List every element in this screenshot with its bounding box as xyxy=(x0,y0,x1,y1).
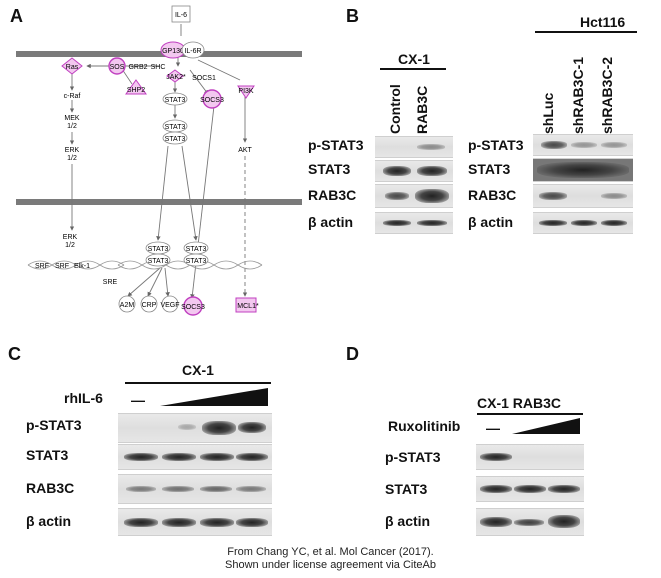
panel-d-row-stat3: STAT3 xyxy=(385,481,428,497)
panel-d-row-bactin: β actin xyxy=(385,513,431,529)
panel-d-blot-stat3 xyxy=(476,476,584,502)
node-craf: c-Raf xyxy=(64,93,81,100)
node-a2m: A2M xyxy=(120,302,135,309)
panel-b-col-control: Control xyxy=(387,84,403,134)
node-crp: CRP xyxy=(142,302,157,309)
node-shc: SHC xyxy=(151,64,166,71)
panel-b-right-group: Hct116 xyxy=(580,14,626,30)
panel-c-letter: C xyxy=(8,344,21,364)
node-srf-1: SRF xyxy=(35,263,49,270)
node-erk-nuclear: ERK xyxy=(63,234,78,241)
panel-d-blot-bactin xyxy=(476,508,584,536)
panel-a-letter: A xyxy=(10,6,23,26)
panel-b-col-shrab3c-2: shRAB3C-2 xyxy=(599,56,615,134)
panel-b-left-group-line xyxy=(380,68,446,70)
node-ras: Ras xyxy=(66,64,79,71)
panel-d-blot-pstat3 xyxy=(476,444,584,470)
node-mcl1: MCL1* xyxy=(237,303,259,310)
figure-credit: From Chang YC, et al. Mol Cancer (2017).… xyxy=(0,546,661,572)
panel-c-dose-wedge xyxy=(160,388,268,406)
panel-b-col-shluc: shLuc xyxy=(540,92,556,134)
panel-d-letter: D xyxy=(346,344,359,364)
node-stat3-n2: STAT3 xyxy=(148,258,169,265)
cell-membrane xyxy=(16,51,302,57)
panel-b-right-blot-stat3 xyxy=(533,158,633,182)
panel-b-col-rab3c: RAB3C xyxy=(414,85,430,134)
panel-b-right-blot-rab3c xyxy=(533,184,633,208)
panel-d-minus: — xyxy=(486,420,500,436)
panel-c-treatment: rhIL-6 xyxy=(64,390,103,406)
node-stat3-b2: STAT3 xyxy=(165,136,186,143)
node-shp2: SHP2 xyxy=(127,87,145,94)
node-grb2: GRB2 xyxy=(128,64,147,71)
node-erk-nuclear-sub: 1/2 xyxy=(65,242,75,249)
node-sos: SOS xyxy=(110,64,125,71)
node-il6: IL-6 xyxy=(175,12,187,19)
panel-c-blot-pstat3 xyxy=(118,413,272,443)
node-socs3-nuclear: SOCS3 xyxy=(181,304,205,311)
panel-b-left-row-rab3c: RAB3C xyxy=(308,187,357,203)
panel-b-left-blot-stat3 xyxy=(375,160,453,182)
panel-c-blot-bactin xyxy=(118,508,272,536)
panel-c-group: CX-1 xyxy=(182,362,214,378)
panel-c-group-line xyxy=(125,382,271,384)
panel-b-letter: B xyxy=(346,6,359,26)
panel-d-dose-wedge xyxy=(512,418,580,434)
node-stat3-n3: STAT3 xyxy=(186,246,207,253)
node-erk-sub: 1/2 xyxy=(67,155,77,162)
node-mek: MEK xyxy=(64,115,80,122)
panel-b-left-row-pstat3: p-STAT3 xyxy=(308,137,364,153)
panel-b-right-blot-pstat3 xyxy=(533,134,633,156)
panel-b-right-group-line xyxy=(535,31,637,33)
panel-d-treatment: Ruxolitinib xyxy=(388,418,461,434)
panel-c-row-stat3: STAT3 xyxy=(26,447,69,463)
node-socs1: SOCS1 xyxy=(192,75,216,82)
node-stat3-n1: STAT3 xyxy=(148,246,169,253)
node-il6r: IL-6R xyxy=(184,48,201,55)
node-gp130: GP130 xyxy=(162,48,184,55)
panel-b-right-blot-bactin xyxy=(533,212,633,234)
node-socs3-a: SOCS3 xyxy=(200,97,224,104)
panel-c-row-bactin: β actin xyxy=(26,513,72,529)
node-pi3k: PI3K xyxy=(238,88,254,95)
panel-b-right-row-pstat3: p-STAT3 xyxy=(468,137,524,153)
panel-b-left-blot-bactin xyxy=(375,212,453,234)
credit-line-1: From Chang YC, et al. Mol Cancer (2017). xyxy=(227,546,434,558)
node-erk: ERK xyxy=(65,147,80,154)
node-sre: SRE xyxy=(103,279,118,286)
panel-c-minus: — xyxy=(131,392,145,408)
node-stat3-b1: STAT3 xyxy=(165,124,186,131)
node-vegf: VEGF xyxy=(160,302,179,309)
panel-b-left-blot-rab3c xyxy=(375,184,453,208)
panel-c-row-pstat3: p-STAT3 xyxy=(26,417,82,433)
panel-b-left-blot-pstat3 xyxy=(375,136,453,158)
node-jak2: JAK2* xyxy=(166,74,186,81)
panel-b-left-group: CX-1 xyxy=(398,51,430,67)
panel-d-group: CX-1 RAB3C xyxy=(477,395,562,411)
node-stat3-n4: STAT3 xyxy=(186,258,207,265)
panel-c-row-rab3c: RAB3C xyxy=(26,480,75,496)
panel-c-blot-stat3 xyxy=(118,444,272,470)
node-mek-sub: 1/2 xyxy=(67,123,77,130)
node-elk1: Elk-1 xyxy=(74,263,90,270)
credit-line-2: Shown under license agreement via CiteAb xyxy=(225,559,436,571)
panel-d-row-pstat3: p-STAT3 xyxy=(385,449,441,465)
panel-b-right-row-rab3c: RAB3C xyxy=(468,187,517,203)
node-srf-2: SRF xyxy=(55,263,69,270)
panel-b-col-shrab3c-1: shRAB3C-1 xyxy=(570,56,586,134)
panel-c-blot-rab3c xyxy=(118,474,272,504)
node-akt: AKT xyxy=(238,147,252,154)
panel-d-group-line xyxy=(477,413,583,415)
panel-b-right-row-stat3: STAT3 xyxy=(468,161,511,177)
panel-b-right-row-bactin: β actin xyxy=(468,214,514,230)
node-stat3-a: STAT3 xyxy=(165,97,186,104)
panel-b-left-row-bactin: β actin xyxy=(308,214,354,230)
panel-b-left-row-stat3: STAT3 xyxy=(308,161,351,177)
nuclear-membrane xyxy=(16,199,302,205)
pathway-diagram: IL-6 GP130 IL-6R Ras SOS GRB2 SHC SHP2 J… xyxy=(16,5,302,316)
